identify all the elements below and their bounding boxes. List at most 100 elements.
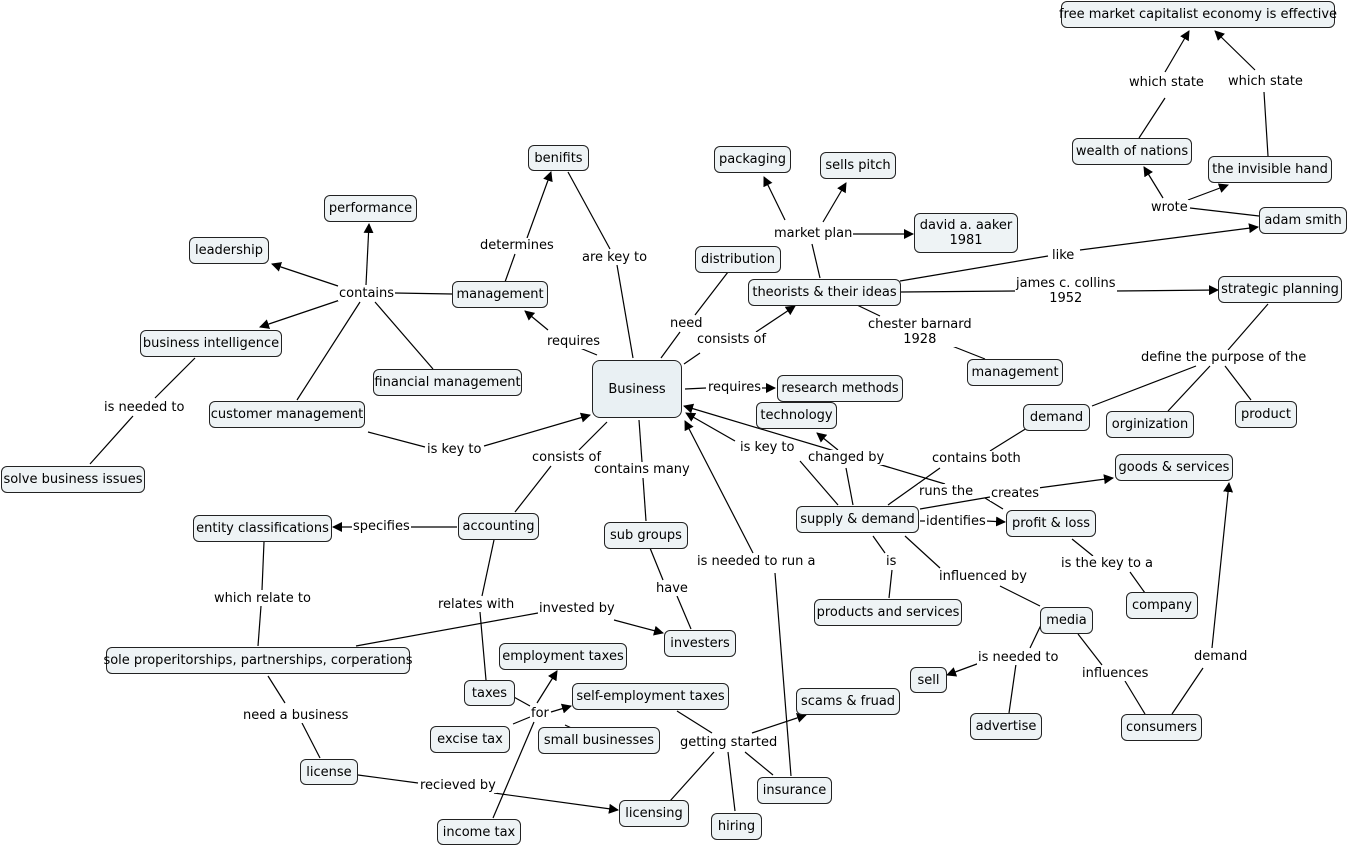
link-label: specifies <box>352 519 411 534</box>
concept-adam-smith[interactable]: adam smith <box>1259 207 1347 234</box>
link-line <box>822 182 847 223</box>
link-line <box>296 301 361 401</box>
link-label: creates <box>990 486 1041 501</box>
concept-sells-pitch[interactable]: sells pitch <box>820 152 896 179</box>
link-label: is the key to a <box>1060 556 1155 571</box>
concept-accounting[interactable]: accounting <box>458 513 539 540</box>
link-line <box>536 670 558 704</box>
concept-leadership[interactable]: leadership <box>189 237 269 264</box>
concept-free-market[interactable]: free market capitalist economy is effect… <box>1059 1 1337 28</box>
concept-excise-tax[interactable]: excise tax <box>430 726 510 753</box>
link-line <box>685 412 736 442</box>
concept-product[interactable]: product <box>1235 401 1297 428</box>
link-label: market plan <box>773 226 854 241</box>
concept-income-tax[interactable]: income tax <box>437 819 521 845</box>
link-label: influences <box>1081 666 1150 681</box>
link-line <box>579 347 598 356</box>
link-line <box>1227 303 1269 351</box>
concept-sub-groups[interactable]: sub groups <box>604 522 688 549</box>
link-label: wrote <box>1150 200 1189 215</box>
link-line <box>1029 624 1042 649</box>
link-line <box>1079 223 1259 251</box>
concept-company[interactable]: company <box>1126 592 1198 619</box>
link-line <box>899 255 1049 282</box>
concept-orginization[interactable]: orginization <box>1106 411 1194 438</box>
concept-profit-loss[interactable]: profit & loss <box>1006 510 1096 537</box>
link-line <box>649 547 664 581</box>
link-line <box>856 304 881 317</box>
link-line <box>363 223 374 286</box>
link-label: requires <box>707 380 762 395</box>
concept-performance[interactable]: performance <box>324 195 417 222</box>
concept-insurance[interactable]: insurance <box>757 777 832 804</box>
concept-advertise[interactable]: advertise <box>970 713 1042 740</box>
link-label: which state <box>1128 75 1205 90</box>
link-line <box>642 477 647 522</box>
concept-license[interactable]: license <box>300 759 358 785</box>
link-line <box>271 262 339 287</box>
concept-theorists[interactable]: theorists & their ideas <box>748 279 901 306</box>
link-line <box>845 467 854 506</box>
link-line <box>900 290 1016 293</box>
concept-entity-classifications[interactable]: entity classifications <box>193 515 332 542</box>
concept-management-right[interactable]: management <box>967 359 1063 386</box>
concept-media[interactable]: media <box>1040 607 1093 634</box>
concept-supply-demand[interactable]: supply & demand <box>796 506 919 533</box>
concept-invisible-hand[interactable]: the invisible hand <box>1208 156 1332 183</box>
concept-goods-services[interactable]: goods & services <box>1115 454 1233 481</box>
concept-sell[interactable]: sell <box>910 667 947 693</box>
link-line <box>683 352 701 365</box>
link-label: need <box>669 316 704 331</box>
link-label: is needed to run a <box>696 554 817 569</box>
link-line <box>694 271 729 316</box>
concept-david-aaker[interactable]: david a. aaker 1981 <box>914 213 1018 253</box>
link-label: contains <box>338 286 396 301</box>
concept-financial-management[interactable]: financial management <box>373 369 522 396</box>
concept-benifits[interactable]: benifits <box>528 145 589 171</box>
link-label: contains many <box>593 462 691 477</box>
concept-consumers[interactable]: consumers <box>1121 714 1202 741</box>
link-line <box>89 415 134 465</box>
link-label: define the purpose of the <box>1140 350 1308 365</box>
concept-products-services[interactable]: products and services <box>814 599 962 626</box>
concept-licensing[interactable]: licensing <box>619 800 689 827</box>
link-line <box>526 171 553 239</box>
concept-investers[interactable]: investers <box>664 630 736 657</box>
link-line <box>257 605 262 647</box>
link-line <box>367 431 426 448</box>
concept-self-employment-taxes[interactable]: self-employment taxes <box>572 683 729 710</box>
concept-taxes[interactable]: taxes <box>464 680 515 706</box>
link-line <box>1138 97 1166 139</box>
link-line <box>1008 663 1017 714</box>
link-line <box>1189 207 1260 217</box>
link-line <box>755 305 796 333</box>
link-line <box>872 535 886 554</box>
link-line <box>1114 285 1219 296</box>
link-line <box>511 695 531 707</box>
concept-packaging[interactable]: packaging <box>714 146 791 173</box>
link-label: which relate to <box>213 591 312 606</box>
link-line <box>660 331 681 359</box>
link-label: for <box>530 706 550 721</box>
concept-small-businesses[interactable]: small businesses <box>538 727 660 754</box>
concept-strategic-planning[interactable]: strategic planning <box>1218 276 1342 303</box>
link-line <box>763 176 786 221</box>
concept-distribution[interactable]: distribution <box>695 246 781 273</box>
concept-employment-taxes[interactable]: employment taxes <box>499 643 627 670</box>
concept-technology[interactable]: technology <box>756 402 837 429</box>
concept-scams-fraud[interactable]: scams & fruad <box>796 688 900 715</box>
link-label: influenced by <box>938 569 1028 584</box>
concept-wealth-of-nations[interactable]: wealth of nations <box>1072 138 1192 165</box>
concept-solve-business-issues[interactable]: solve business issues <box>1 466 145 493</box>
concept-demand[interactable]: demand <box>1023 404 1090 431</box>
concept-customer-management[interactable]: customer management <box>209 401 365 428</box>
concept-business[interactable]: Business <box>592 360 682 418</box>
concept-hiring[interactable]: hiring <box>711 813 762 840</box>
concept-business-intelligence[interactable]: business intelligence <box>140 330 282 357</box>
concept-management-top[interactable]: management <box>452 281 548 308</box>
link-line <box>1091 365 1197 407</box>
concept-research-methods[interactable]: research methods <box>777 375 903 402</box>
link-line <box>550 703 572 714</box>
link-line <box>512 716 531 725</box>
concept-sole-proprietorships[interactable]: sole properitorships, partnerships, corp… <box>103 647 413 674</box>
